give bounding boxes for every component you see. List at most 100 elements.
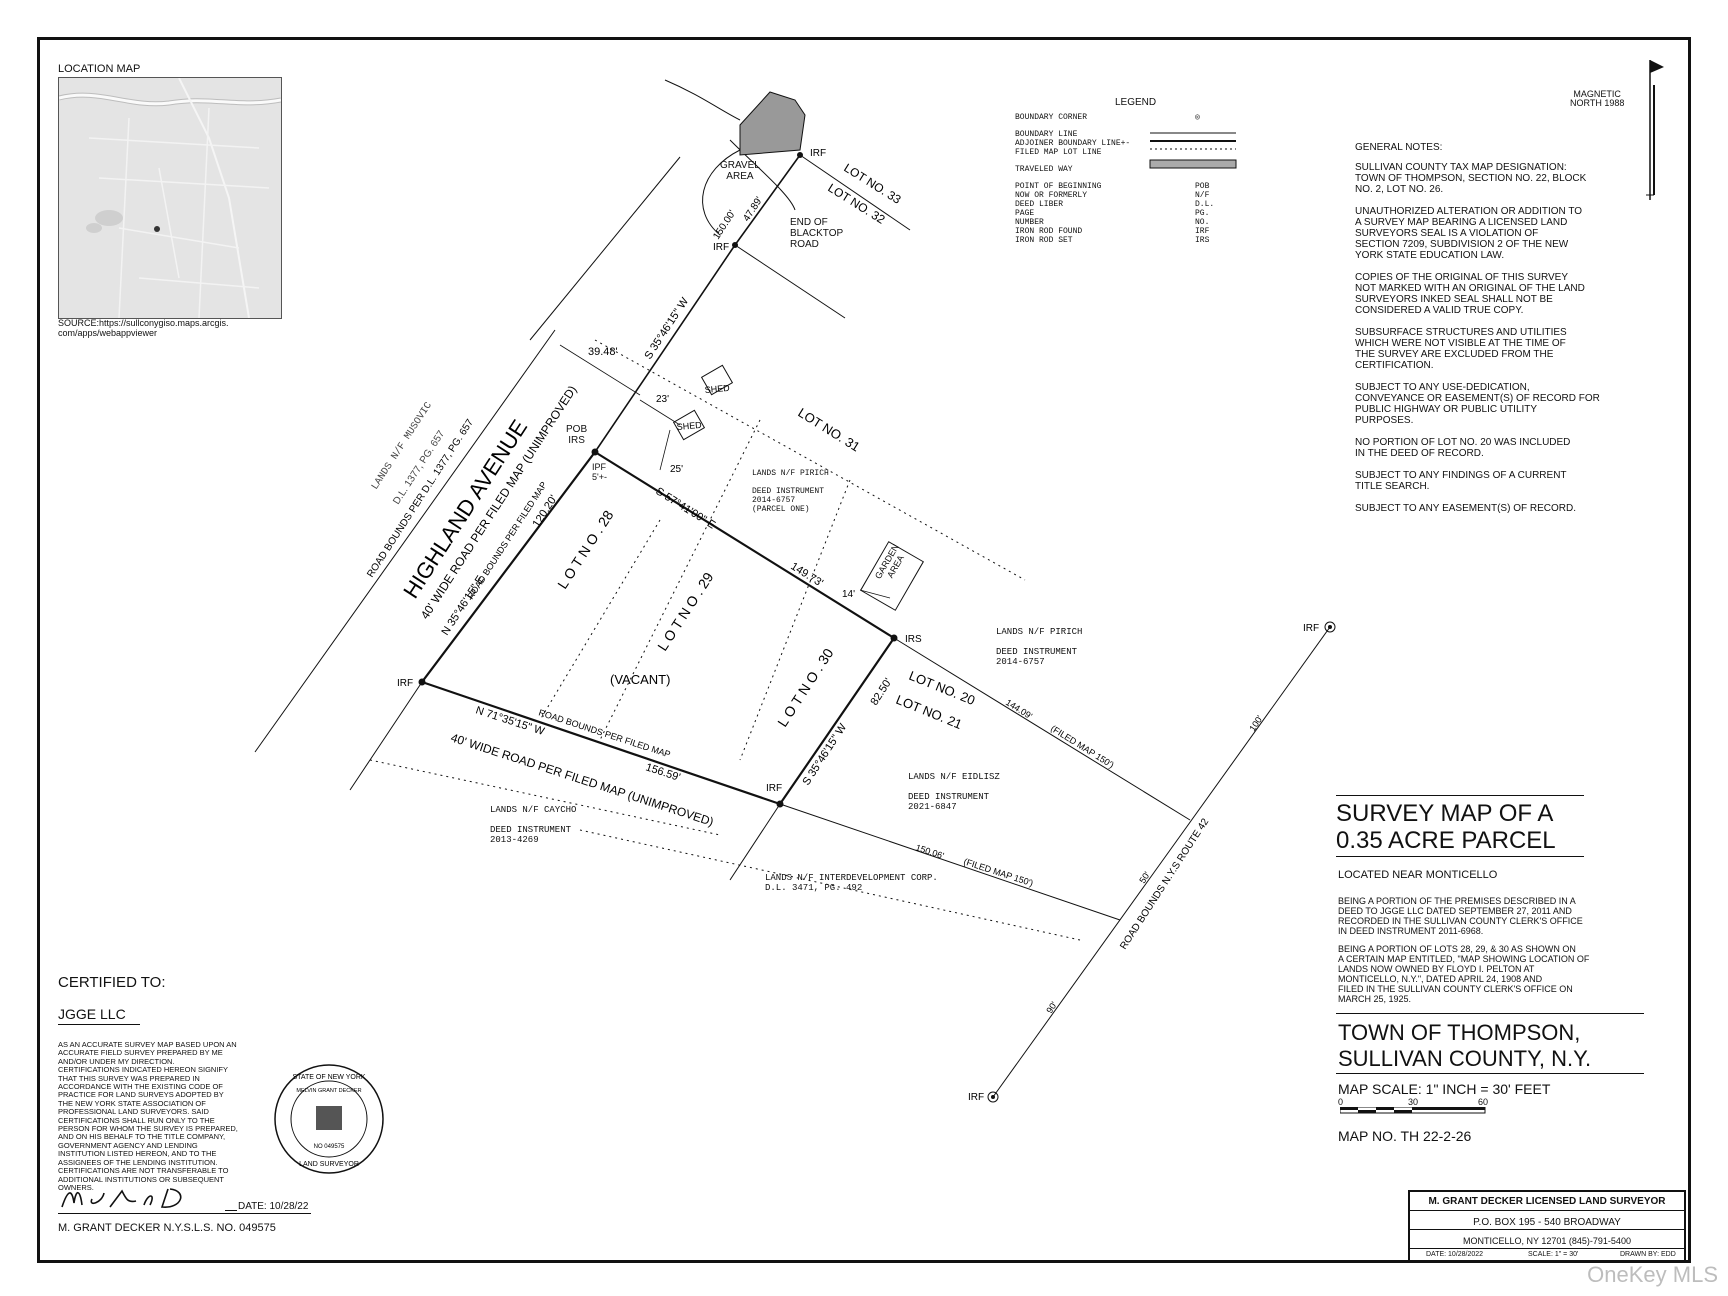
certified-title: CERTIFIED TO: [58, 974, 166, 991]
surveyor-date: DATE: 10/28/2022 [1426, 1251, 1484, 1258]
label-route42: ROAD BOUNDS N.Y.S ROUTE 42 [1118, 816, 1211, 951]
legend-label: TRAVELED WAY [1015, 165, 1073, 174]
legend-symbol: N/F [1195, 191, 1210, 200]
title-rule-top [1336, 795, 1584, 796]
survey-title: SURVEY MAP OF A 0.35 ACRE PARCEL [1336, 800, 1556, 854]
surveyor-seal: STATE OF NEW YORK MELVIN GRANT DECKER NO… [274, 1064, 384, 1174]
general-note: UNAUTHORIZED ALTERATION OR ADDITION TO A… [1355, 206, 1583, 261]
label-irf-south: IRF [766, 783, 782, 794]
legend-row: BOUNDARY CORNER◎ [1015, 113, 1235, 130]
legend-label: POINT OF BEGINNING [1015, 182, 1102, 191]
label-filed150-b: (FILED MAP 150') [962, 856, 1034, 888]
general-notes-title: GENERAL NOTES: [1355, 142, 1443, 153]
legend-label: NUMBER [1015, 218, 1044, 227]
surveyor-city: MONTICELLO, NY 12701 (845)-791-5400 [1463, 1236, 1631, 1246]
label-dist-25: 25' [670, 464, 683, 475]
north-arrow [1646, 60, 1664, 200]
certified-to: JGGE LLC [58, 1006, 126, 1022]
traveled-way [739, 91, 806, 156]
location-map [58, 77, 282, 319]
general-note: NO PORTION OF LOT NO. 20 WAS INCLUDED IN… [1355, 437, 1571, 459]
label-interdev: LANDS N/F INTERDEVELOPMENT CORP. D.L. 34… [765, 873, 938, 893]
label-bearing-east: S 35°46'15" W [800, 721, 849, 788]
legend-row: DEED LIBER D.L. [1015, 200, 1235, 209]
label-dist-east: 82.50' [868, 676, 894, 707]
legend-row: ADJOINER BOUNDARY LINE+- [1015, 139, 1235, 148]
label-irf-route-north: IRF [1303, 623, 1319, 634]
town-rule-bottom [1336, 1073, 1644, 1074]
legend-label: FILED MAP LOT LINE [1015, 148, 1102, 157]
tb-divider-1 [1410, 1210, 1684, 1211]
general-note: SUBJECT TO ANY FINDINGS OF A CURRENT TIT… [1355, 470, 1567, 492]
surveyor-name: M. GRANT DECKER LICENSED LAND SURVEYOR [1428, 1196, 1666, 1207]
location-map-source: SOURCE:https://sullconygiso.maps.arcgis.… [58, 318, 229, 338]
label-irf-north: IRF [713, 242, 729, 253]
legend-row: BOUNDARY LINE [1015, 130, 1235, 139]
label-bearing-top: S 57°41'00" E [653, 485, 717, 531]
tb-divider-2 [1410, 1229, 1684, 1230]
label-pob: POB IRS [566, 424, 588, 446]
surveyor-drawn: DRAWN BY: EDD [1620, 1251, 1676, 1258]
legend-symbol: IRS [1195, 236, 1210, 245]
label-filed150-a: (FILED MAP 150') [1049, 723, 1116, 770]
scale-tick-60: 60 [1478, 1097, 1489, 1107]
label-lot-29: L O T N O . 29 [654, 569, 717, 653]
label-lot-31: LOT NO. 31 [795, 405, 862, 455]
legend-symbol: NO. [1195, 218, 1210, 227]
watermark: OneKey MLS [1587, 1262, 1718, 1287]
scale-tick-0: 0 [1338, 1097, 1344, 1107]
surveyor-address: P.O. BOX 195 - 540 BROADWAY [1473, 1217, 1621, 1228]
garden-area [859, 541, 925, 611]
north-label: MAGNETIC NORTH 1988 [1570, 89, 1625, 108]
legend-symbol: D.L. [1195, 200, 1215, 209]
label-dist-23: 23' [656, 394, 669, 405]
location-map-title: LOCATION MAP [58, 63, 141, 75]
description-2: BEING A PORTION OF LOTS 28, 29, & 30 AS … [1338, 944, 1590, 1004]
located-text: LOCATED NEAR MONTICELLO [1338, 869, 1498, 881]
certified-rule [58, 1024, 140, 1025]
label-vacant: (VACANT) [610, 672, 670, 687]
general-note: SUBJECT TO ANY USE-DEDICATION, CONVEYANC… [1355, 382, 1600, 426]
description-1: BEING A PORTION OF THE PREMISES DESCRIBE… [1338, 896, 1583, 936]
general-note: SULLIVAN COUNTY TAX MAP DESIGNATION: TOW… [1355, 162, 1587, 195]
legend-row: NUMBER NO. [1015, 218, 1235, 227]
sheet-border [37, 37, 1691, 1263]
map-scale: MAP SCALE: 1" INCH = 30' FEET [1338, 1081, 1551, 1097]
label-blacktop: END OF BLACKTOP ROAD [790, 217, 844, 250]
legend-label: DEED LIBER [1015, 200, 1064, 209]
legend-title: LEGEND [1115, 97, 1157, 108]
surveyor-block: M. GRANT DECKER LICENSED LAND SURVEYOR P… [1408, 1190, 1686, 1262]
label-lot-30: L O T N O . 30 [774, 645, 837, 729]
label-bearing-north-ext: S 35°46'15" W [642, 295, 691, 362]
map-number: MAP NO. TH 22-2-26 [1338, 1128, 1472, 1144]
signature [61, 1188, 182, 1208]
title-rule-bottom [1336, 856, 1584, 857]
general-note: COPIES OF THE ORIGINAL OF THIS SURVEY NO… [1355, 272, 1585, 316]
seal-top-text: STATE OF NEW YORK [292, 1074, 365, 1081]
label-pirich-2: LANDS N/F PIRICH DEED INSTRUMENT 2014-67… [996, 627, 1083, 667]
cert-date-rule [58, 1213, 311, 1214]
label-shed-1: SHED [704, 383, 730, 395]
label-caycho: LANDS N/F CAYCHO DEED INSTRUMENT 2013-42… [490, 805, 577, 845]
legend-label: PAGE [1015, 209, 1035, 218]
location-map-roads [59, 78, 281, 318]
legend-line-symbols [1149, 132, 1237, 169]
label-eidlisz: LANDS N/F EIDLISZ DEED INSTRUMENT 2021-6… [908, 772, 1000, 812]
label-dist-14409: 144.09' [1004, 697, 1034, 721]
label-gravel: GRAVEL AREA [720, 160, 760, 182]
legend-label: BOUNDARY LINE [1015, 130, 1078, 139]
legend-row: FILED MAP LOT LINE [1015, 148, 1235, 165]
label-dist-north-ext: 150.00' [711, 208, 738, 241]
label-irf-west: IRF [397, 678, 413, 689]
legend-label: ADJOINER BOUNDARY LINE+- [1015, 139, 1131, 148]
general-note: SUBJECT TO ANY EASEMENT(S) OF RECORD. [1355, 503, 1576, 514]
legend-label: BOUNDARY CORNER [1015, 113, 1088, 122]
town-title: TOWN OF THOMPSON, SULLIVAN COUNTY, N.Y. [1338, 1020, 1592, 1071]
legend-row: TRAVELED WAY [1015, 165, 1235, 182]
label-irs-east: IRS [905, 634, 922, 645]
